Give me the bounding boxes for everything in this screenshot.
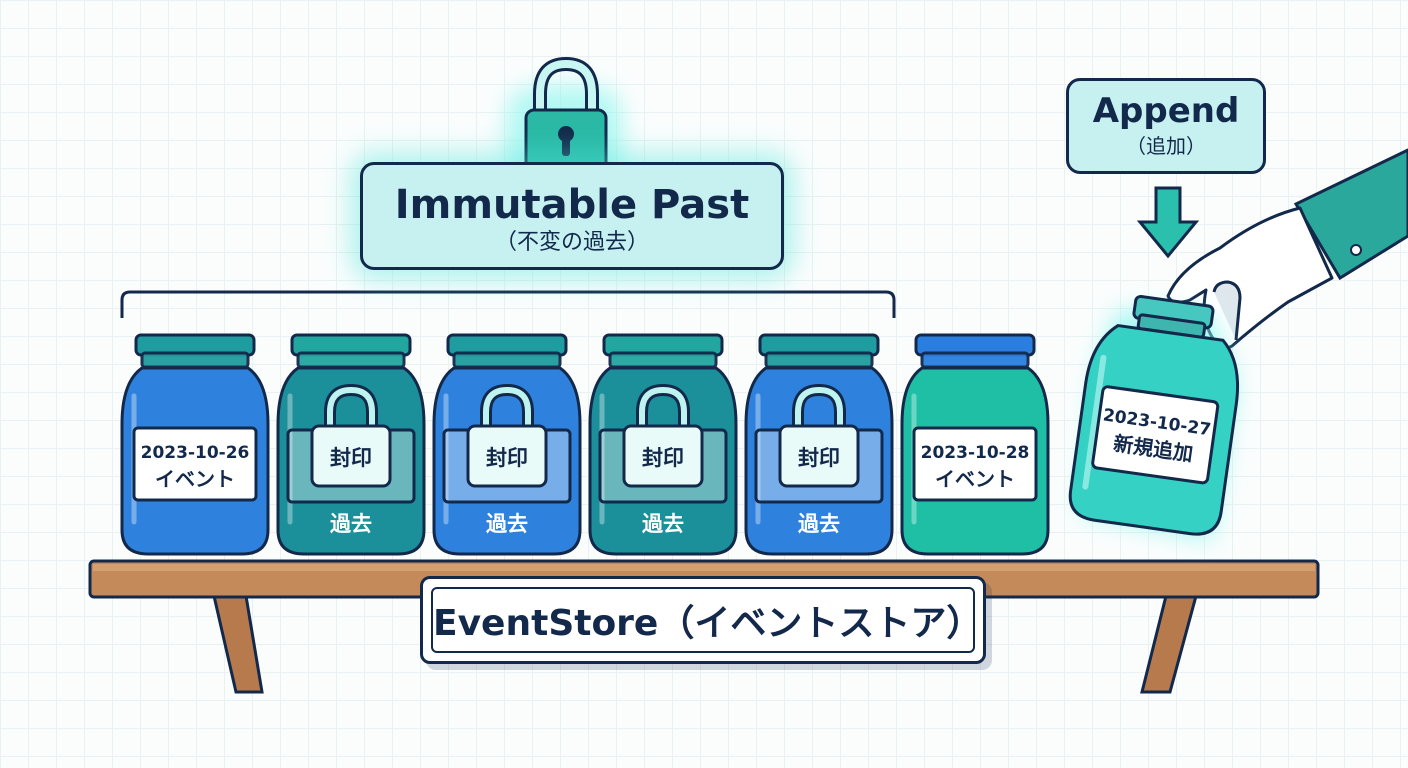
jar-seal-text: 封印 xyxy=(642,446,684,470)
immutable-past-callout: Immutable Past （不変の過去） xyxy=(360,162,784,270)
jar-label-date: 2023-10-26 xyxy=(141,443,250,463)
jar-label-caption: イベント xyxy=(935,467,1015,491)
shelf-bracket-right xyxy=(1140,594,1198,694)
event-jar: 封印過去 xyxy=(588,332,738,558)
jar-caption: 過去 xyxy=(798,512,840,536)
jar-caption: 過去 xyxy=(642,512,684,536)
lock-icon xyxy=(506,56,622,186)
jar-body: 2023-10-28 イベント xyxy=(900,333,1050,556)
immutable-past-subtitle: （不変の過去） xyxy=(494,230,649,255)
jar-label-date: 2023-10-28 xyxy=(921,443,1030,463)
jar-seal-text: 封印 xyxy=(486,446,528,470)
append-subtitle: （追加） xyxy=(1126,134,1206,158)
event-jar: 封印過去 xyxy=(432,332,582,558)
event-jar: 封印過去 xyxy=(276,332,426,558)
jar-seal-text: 封印 xyxy=(798,446,840,470)
jar-seal-text: 封印 xyxy=(330,446,372,470)
event-jar: 封印過去 xyxy=(744,332,894,558)
jar-label-caption: イベント xyxy=(155,467,235,491)
immutable-past-title: Immutable Past xyxy=(394,182,750,228)
eventstore-sign: EventStore（イベントストア） xyxy=(420,576,986,664)
event-jar: 2023-10-26 イベント xyxy=(120,332,270,558)
new-jar[interactable]: 2023-10-27 新規追加 xyxy=(1062,286,1254,544)
append-callout[interactable]: Append （追加） xyxy=(1066,78,1266,174)
bracket xyxy=(120,290,896,318)
eventstore-label: EventStore（イベントストア） xyxy=(431,587,982,653)
event-jar: 2023-10-28 イベント xyxy=(900,332,1050,558)
down-arrow-icon xyxy=(1136,186,1200,259)
append-title: Append xyxy=(1092,91,1240,131)
shelf-bracket-left xyxy=(212,594,264,694)
jar-caption: 過去 xyxy=(330,512,372,536)
jar-body: 2023-10-26 イベント xyxy=(120,333,270,556)
jar-caption: 過去 xyxy=(486,512,528,536)
new-jar-body: 2023-10-27 新規追加 xyxy=(1068,294,1240,536)
